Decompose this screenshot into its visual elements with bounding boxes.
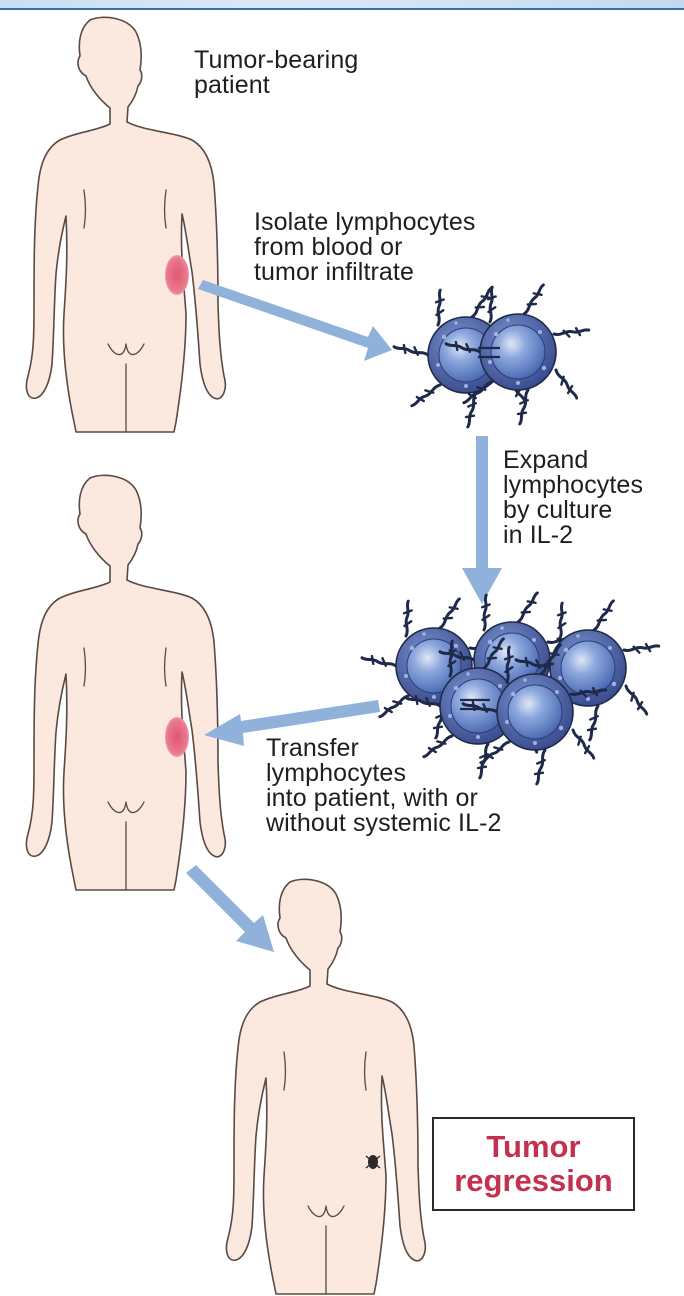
label-expand-lymphocytes: Expand lymphocytes by culture in IL-2: [503, 448, 643, 548]
arrow-regression: [186, 865, 274, 952]
label-tumor-bearing-patient: Tumor-bearing patient: [194, 48, 358, 98]
tumor-marker-1: [165, 255, 189, 295]
patient-figure-2: [26, 475, 225, 890]
arrow-isolate: [198, 280, 392, 361]
label-transfer-lymphocytes: Transfer lymphocytes into patient, with …: [266, 736, 502, 836]
lymphocyte-pair: [394, 282, 589, 426]
tumor-remnant-marker: [366, 1155, 380, 1169]
arrow-expand: [462, 436, 502, 604]
label-isolate-lymphocytes: Isolate lymphocytes from blood or tumor …: [254, 210, 475, 285]
tumor-regression-label: Tumor regression: [454, 1130, 613, 1198]
tumor-marker-2: [165, 717, 189, 757]
tumor-regression-box: Tumor regression: [432, 1117, 635, 1211]
